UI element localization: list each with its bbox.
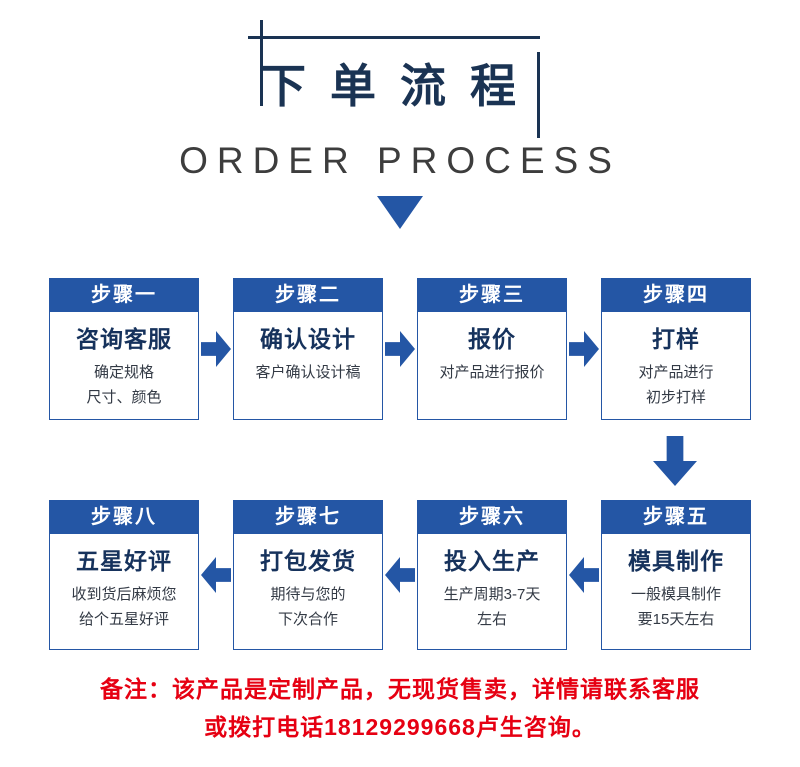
step-label: 步骤一 [50,279,198,312]
step-desc-line: 一般模具制作 [630,586,721,603]
arrow-right-icon [569,331,599,367]
step-body: 模具制作 一般模具制作 要15天左右 [602,534,750,649]
step-label: 步骤六 [418,501,566,534]
step-card-5: 步骤五 模具制作 一般模具制作 要15天左右 [601,500,751,650]
step-desc-line: 期待与您的 [270,586,346,603]
step-body: 打包发货 期待与您的 下次合作 [234,534,382,649]
remark-line-1: 备注：该产品是定制产品，无现货售卖，详情请联系客服 [100,676,700,702]
step-desc: 客户确认设计稿 [234,360,382,385]
step-body: 报价 对产品进行报价 [418,312,566,419]
step-label: 步骤五 [602,501,750,534]
flow-row-2: 步骤八 五星好评 收到货后麻烦您 给个五星好评 步骤七 打包发货 期待与您的 下… [0,500,800,650]
page-title: 下单流程 [260,60,540,112]
step-title: 咨询客服 [76,326,172,352]
arrow-right-icon [201,331,231,367]
step-desc: 对产品进行报价 [418,360,566,385]
step-body: 五星好评 收到货后麻烦您 给个五星好评 [50,534,198,649]
step-title: 五星好评 [76,548,172,574]
step-body: 投入生产 生产周期3-7天 左右 [418,534,566,649]
step-desc-line: 对产品进行 [638,364,714,381]
triangle-down-icon [377,196,423,229]
step-desc-line: 初步打样 [645,389,706,406]
step-label: 步骤四 [602,279,750,312]
step-desc: 确定规格 尺寸、颜色 [50,360,198,410]
step-card-2: 步骤二 确认设计 客户确认设计稿 [233,278,383,420]
step-title: 打包发货 [260,548,356,574]
step-label: 步骤八 [50,501,198,534]
remark-line-2: 或拨打电话18129299668卢生咨询。 [204,714,596,740]
step-desc-line: 要15天左右 [637,611,715,628]
step-label: 步骤七 [234,501,382,534]
title-line-vertical-right [537,52,540,138]
arrow-down-icon [653,436,697,486]
step-desc-line: 客户确认设计稿 [255,364,361,381]
step-body: 打样 对产品进行 初步打样 [602,312,750,419]
step-label: 步骤二 [234,279,382,312]
step-title: 投入生产 [444,548,540,574]
page-subtitle: ORDER PROCESS [179,140,621,181]
step-body: 咨询客服 确定规格 尺寸、颜色 [50,312,198,419]
step-card-8: 步骤八 五星好评 收到货后麻烦您 给个五星好评 [49,500,199,650]
step-desc-line: 下次合作 [277,611,338,628]
arrow-right-icon [385,331,415,367]
step-desc: 生产周期3-7天 左右 [418,582,566,632]
step-desc: 对产品进行 初步打样 [602,360,750,410]
arrow-left-icon [569,557,599,593]
step-desc: 期待与您的 下次合作 [234,582,382,632]
step-card-4: 步骤四 打样 对产品进行 初步打样 [601,278,751,420]
step-title: 打样 [652,326,700,352]
step-card-3: 步骤三 报价 对产品进行报价 [417,278,567,420]
step-card-7: 步骤七 打包发货 期待与您的 下次合作 [233,500,383,650]
step-desc: 收到货后麻烦您 给个五星好评 [50,582,198,632]
arrow-left-icon [385,557,415,593]
title-line-horizontal [248,36,540,39]
step-desc-line: 尺寸、颜色 [86,389,162,406]
remark-note: 备注：该产品是定制产品，无现货售卖，详情请联系客服 或拨打电话181292996… [0,670,800,746]
step-desc-line: 给个五星好评 [78,611,169,628]
flow-row-1: 步骤一 咨询客服 确定规格 尺寸、颜色 步骤二 确认设计 客户确认设计稿 步骤三 [0,278,800,420]
step-desc-line: 左右 [476,611,507,628]
step-desc: 一般模具制作 要15天左右 [602,582,750,632]
arrow-left-icon [201,557,231,593]
step-card-6: 步骤六 投入生产 生产周期3-7天 左右 [417,500,567,650]
step-title: 报价 [468,326,516,352]
step-title: 确认设计 [260,326,356,352]
step-desc-line: 确定规格 [93,364,154,381]
step-label: 步骤三 [418,279,566,312]
title-line-vertical-left [260,20,263,106]
step-card-1: 步骤一 咨询客服 确定规格 尺寸、颜色 [49,278,199,420]
step-desc-line: 对产品进行报价 [439,364,545,381]
step-body: 确认设计 客户确认设计稿 [234,312,382,419]
step-title: 模具制作 [628,548,724,574]
step-desc-line: 生产周期3-7天 [443,586,541,603]
step-desc-line: 收到货后麻烦您 [71,586,177,603]
